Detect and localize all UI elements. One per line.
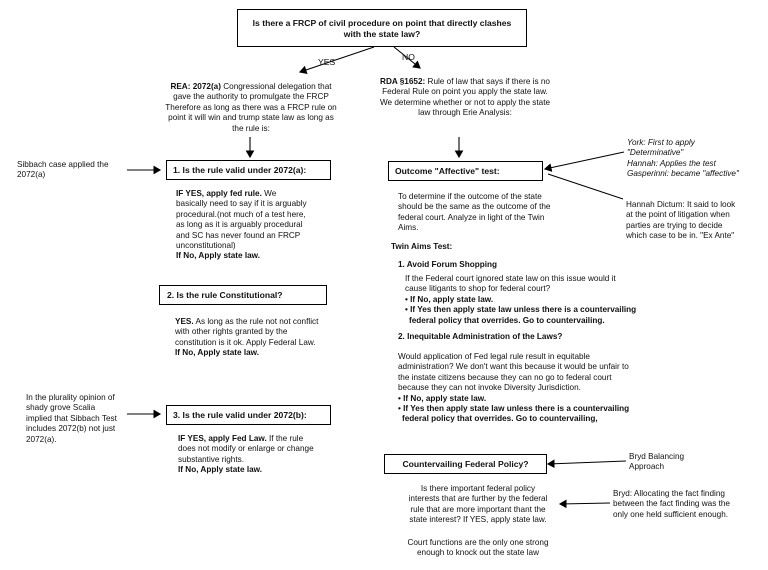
arrow-yes-branch bbox=[298, 46, 375, 75]
twin-aims-title: Twin Aims Test: bbox=[391, 242, 453, 251]
cases-note: York: First to apply "Determinative" Han… bbox=[627, 138, 739, 179]
twin-aims-step1-body: If the Federal court ignored state law o… bbox=[405, 274, 637, 325]
outcome-test-box: Outcome "Affective" test: bbox=[388, 161, 543, 181]
dictum-note: Hannah Dictum: It said to look at the po… bbox=[626, 200, 736, 241]
plurality-note: In the plurality opinion of shady grove … bbox=[26, 393, 117, 444]
rea-description: REA: 2072(a) Congressional delegation th… bbox=[165, 82, 337, 133]
rea-lead: REA: 2072(a) bbox=[170, 82, 221, 91]
sibbach-note: Sibbach case applied the 2072(a) bbox=[17, 160, 109, 180]
outcome-description: To determine if the outcome of the state… bbox=[398, 192, 551, 233]
step3-description: IF YES, apply Fed Law. If the rule does … bbox=[178, 434, 314, 475]
line-dictum-to-outcome bbox=[547, 173, 624, 200]
top-question-line1: Is there a FRCP of civil procedure on po… bbox=[252, 17, 512, 28]
step1-description: IF YES, apply fed rule. We basically nee… bbox=[176, 189, 307, 261]
countervailing-description: Is there important federal policy intere… bbox=[408, 484, 548, 525]
court-functions-note: Court functions are the only one strong … bbox=[407, 538, 549, 558]
top-question-box: Is there a FRCP of civil procedure on po… bbox=[237, 9, 527, 47]
step1-title: 1. Is the rule valid under 2072(a): bbox=[173, 165, 307, 175]
step3-title: 3. Is the rule valid under 2072(b): bbox=[173, 410, 307, 420]
countervailing-title: Countervailing Federal Policy? bbox=[402, 459, 529, 469]
byrd-balancing-note: Bryd Balancing Approach bbox=[629, 452, 685, 472]
step3-box: 3. Is the rule valid under 2072(b): bbox=[166, 405, 331, 425]
countervailing-box: Countervailing Federal Policy? bbox=[384, 454, 547, 474]
twin-aims-step2-body: Would application of Fed legal rule resu… bbox=[398, 352, 630, 424]
twin-aims-step1-title: 1. Avoid Forum Shopping bbox=[398, 260, 498, 269]
arrow-byrd-note-to-desc bbox=[558, 499, 611, 509]
arrow-no-branch bbox=[393, 46, 421, 69]
no-branch-label: NO bbox=[402, 52, 415, 62]
rda-description: RDA §1652: Rule of law that says if ther… bbox=[379, 77, 551, 118]
rda-lead: RDA §1652: bbox=[380, 77, 426, 86]
yes-branch-label: YES bbox=[318, 57, 336, 67]
step2-box: 2. Is the rule Constitutional? bbox=[159, 285, 327, 305]
arrow-cases-to-outcome bbox=[543, 151, 625, 172]
step2-title: 2. Is the rule Constitutional? bbox=[167, 290, 283, 300]
step2-description: YES. As long as the rule not not conflic… bbox=[175, 317, 319, 358]
top-question-line2: with the state law? bbox=[343, 28, 421, 39]
outcome-test-title: Outcome "Affective" test: bbox=[395, 166, 500, 176]
arrow-byrd-balancing-to-box bbox=[546, 459, 627, 469]
twin-aims-step2-title: 2. Inequitable Administration of the Law… bbox=[398, 332, 563, 341]
step1-box: 1. Is the rule valid under 2072(a): bbox=[166, 160, 331, 180]
byrd-note: Bryd: Allocating the fact finding betwee… bbox=[613, 489, 730, 519]
